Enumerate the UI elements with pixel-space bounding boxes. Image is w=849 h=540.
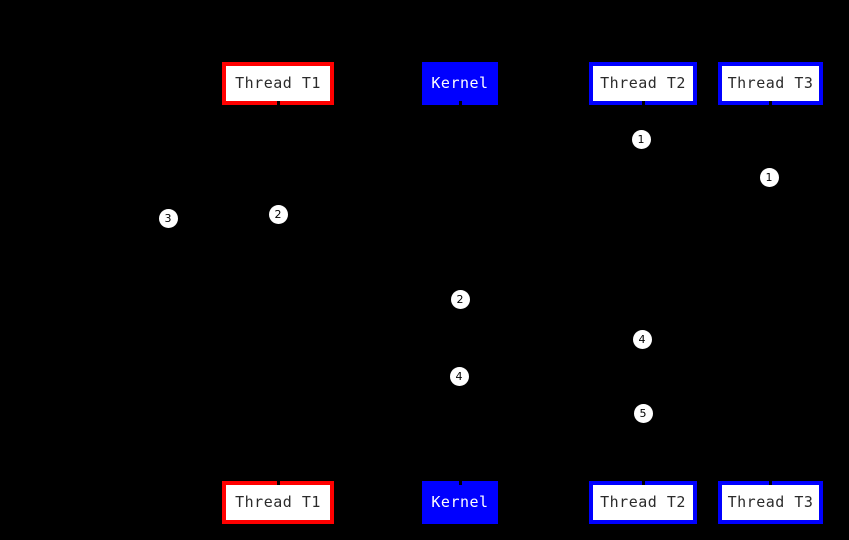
lifeline-thread-t1 [278, 105, 279, 481]
step-marker-2: 2 [450, 289, 470, 309]
step-marker-4: 4 [449, 366, 469, 386]
lifeline-notch-thread-t3 [769, 101, 772, 105]
step-marker-5: 5 [633, 403, 653, 423]
lifeline-notch-thread-t2 [642, 481, 645, 485]
participant-label: Thread T2 [600, 493, 686, 511]
participant-box-thread-t1-top[interactable]: Thread T1 [222, 62, 334, 105]
lifeline-notch-kernel [459, 481, 462, 485]
lifeline-notch-thread-t1 [277, 481, 280, 485]
participant-box-thread-t3-bottom[interactable]: Thread T3 [718, 481, 823, 524]
lifeline-thread-t2 [643, 105, 644, 481]
lifeline-notch-kernel [459, 101, 462, 105]
step-marker-1: 1 [759, 167, 779, 187]
participant-label: Thread T3 [727, 74, 814, 92]
lifeline-notch-thread-t2 [642, 101, 645, 105]
participant-box-thread-t1-bottom[interactable]: Thread T1 [222, 481, 334, 524]
participant-box-thread-t3-top[interactable]: Thread T3 [718, 62, 823, 105]
step-marker-3: 3 [158, 208, 178, 228]
participant-label: Kernel [431, 493, 489, 511]
step-marker-4: 4 [632, 329, 652, 349]
participant-box-thread-t2-top[interactable]: Thread T2 [589, 62, 697, 105]
participant-label: Thread T1 [235, 74, 321, 92]
step-marker-1: 1 [631, 129, 651, 149]
lifeline-notch-thread-t1 [277, 101, 280, 105]
step-marker-2: 2 [268, 204, 288, 224]
participant-box-kernel-bottom[interactable]: Kernel [422, 481, 498, 524]
lifeline-notch-thread-t3 [769, 481, 772, 485]
participant-box-thread-t2-bottom[interactable]: Thread T2 [589, 481, 697, 524]
participant-label: Thread T2 [600, 74, 686, 92]
lifeline-thread-t3 [770, 105, 771, 481]
participant-label: Kernel [431, 74, 489, 92]
participant-label: Thread T3 [727, 493, 814, 511]
participant-label: Thread T1 [235, 493, 321, 511]
participant-box-kernel-top[interactable]: Kernel [422, 62, 498, 105]
